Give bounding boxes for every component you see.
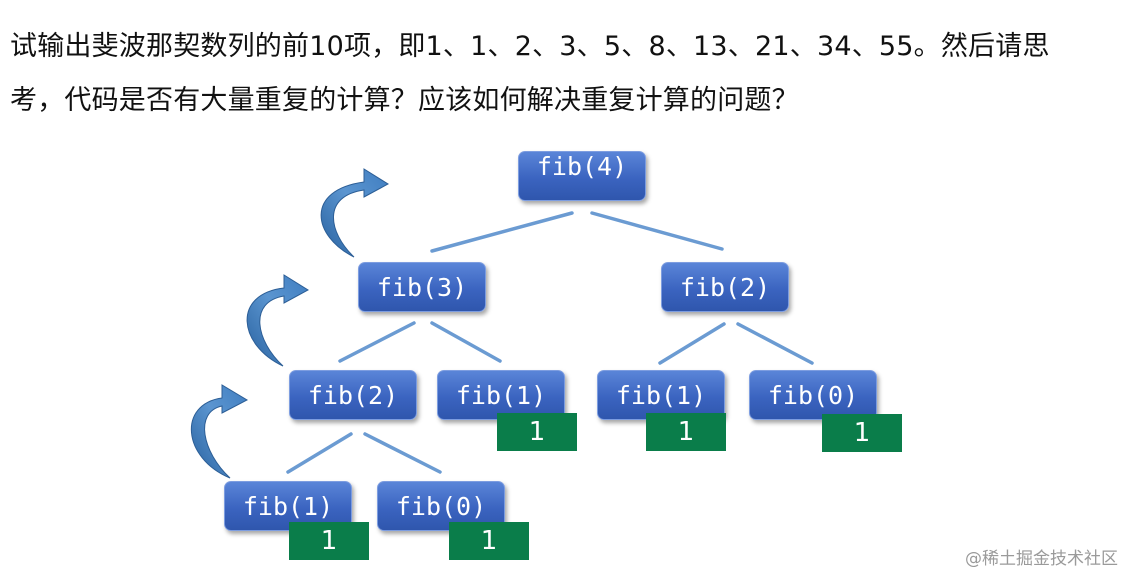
leaf-value-fib1-c: 1 (289, 522, 369, 560)
node-fib0-a: fib(0) (749, 370, 877, 420)
curved-arrow-icon-bottom (190, 384, 249, 479)
node-fib4-root: fib(4) (518, 151, 646, 201)
node-fib2-left: fib(2) (289, 370, 417, 420)
leaf-value-fib1-a: 1 (497, 413, 577, 451)
edge-fib2-fib1 (286, 432, 353, 474)
edge-fib2-fib0 (363, 432, 442, 474)
node-fib3: fib(3) (358, 262, 486, 312)
leaf-value-fib0-a: 1 (822, 414, 902, 452)
edge-fib3-fib1 (430, 321, 502, 363)
edge-fib3-fib2 (338, 321, 416, 363)
edge-fib2r-fib1 (658, 322, 726, 365)
question-line-2: 考，代码是否有大量重复的计算？应该如何解决重复计算的问题？ (10, 85, 799, 116)
edge-root-left (430, 211, 574, 253)
curved-arrow-icon-middle (246, 274, 309, 367)
edge-root-right (590, 211, 724, 251)
node-fib2-right: fib(2) (661, 262, 789, 312)
node-fib1-b: fib(1) (597, 370, 725, 420)
edge-fib2r-fib0 (736, 322, 814, 365)
question-line-1: 试输出斐波那契数列的前10项，即1、1、2、3、5、8、13、21、34、55。… (10, 31, 1050, 62)
leaf-value-fib1-b: 1 (646, 413, 726, 451)
curved-arrow-icon-top (320, 168, 389, 258)
leaf-value-fib0-b: 1 (449, 522, 529, 560)
watermark: @稀土掘金技术社区 (965, 549, 1118, 569)
node-fib1-a: fib(1) (437, 370, 565, 420)
